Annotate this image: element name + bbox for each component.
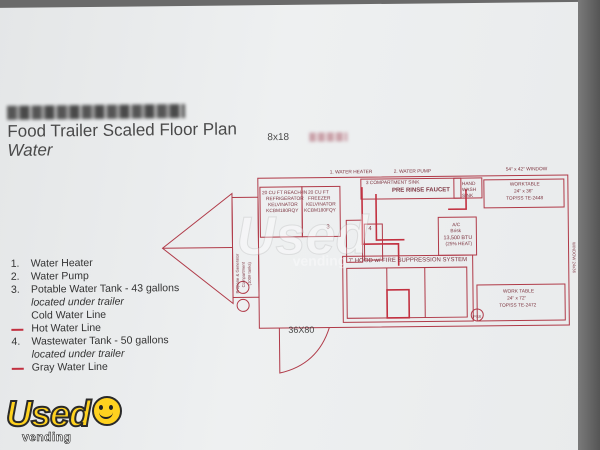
watermark-sub: vending [292,252,347,269]
legend-label: located under trailer [31,295,124,309]
line-swatch-icon [11,367,24,370]
label-pss: PSS [473,314,481,319]
label-freezer-4: KCBM180FQY [304,207,337,213]
label-propane-2: Compartment [241,261,246,287]
wastewater-tank [363,223,384,261]
label-ac-3: 13,500 BTU [443,235,472,241]
label-worktable-model: TOP/SS TE-2448 [506,195,544,201]
label-work-table-size: 24" x 72" [507,295,526,301]
legend-number: 2. [10,270,20,283]
label-sink: SINK [462,193,474,199]
label-freezer-1: 20 CU FT [308,190,329,196]
label-prerinse: PRE RINSE FAUCET [392,187,450,194]
legend-label: Hot Water Line [31,321,102,335]
label-fridge-1: 20 CU FT REACH-IN [262,190,308,196]
smiley-icon [92,396,122,426]
label-ac-4: (25% HEAT) [445,241,472,247]
compartment-sink [360,177,462,200]
line-swatch-icon [11,328,24,331]
label-hood: 7' HOOD w/ FIRE SUPPRESSION SYSTEM [349,257,468,264]
label-fridge-3: KELVINATOR [268,202,298,208]
legend-label: Water Pump [30,270,89,283]
label-worktable: WORKTABLE [510,181,540,187]
label-propane-1: Propane & Generator [235,253,240,293]
gray-water-line [375,194,405,241]
label-freezer-2: FREEZER [308,195,331,201]
worktable [483,178,565,209]
legend-label: Wastewater Tank - 50 gallons [31,334,169,348]
legend-item: Gray Water Line [11,360,212,375]
label-tank4: 4 [368,226,372,232]
label-window: 54" x 42" WINDOW [506,166,548,172]
label-freezer-3: KELVINATOR [306,201,336,207]
label-propane-3: (100# tanks) [247,261,252,285]
hot-water-line [361,187,400,266]
label-wash: WASH [462,187,477,193]
used-vending-logo: Used vending [5,393,126,448]
logo-sub: vending [22,430,72,445]
tank-circle-bottom [236,298,250,312]
label-work-table-model: TOP/SS TE-2472 [499,302,537,308]
legend-label: Water Heater [30,256,93,270]
red-cook-box [386,288,411,319]
freezer [301,185,341,238]
door-swing [278,327,330,374]
trailer-body [257,174,570,329]
legend-label: Potable Water Tank - 43 gallons [30,282,180,296]
label-worktable-size: 24" x 36" [514,188,533,194]
label-water-heater: 1. WATER HEATER [330,169,373,175]
floor-plan-sheet: Food Trailer Scaled Floor Plan Water 8x1… [0,1,589,450]
label-fridge-4: KCBM180RQY [266,208,299,214]
tank-circle-top [236,280,250,294]
legend-label: Gray Water Line [31,360,108,374]
cook-line [346,266,468,319]
label-tank3: 3 [326,224,330,230]
label-hand: HAND [462,181,476,187]
legend-number: 1. [10,257,20,270]
gray-water-line-2 [448,189,467,211]
label-fridge-2: REFRIGERATOR [266,196,304,202]
background-edge [578,0,600,450]
label-water-pump: 2. WATER PUMP [394,168,431,174]
legend: 1. Water Heater 2. Water Pump 3. Potable Wate… [11,256,212,375]
label-work-table: WORK TABLE [503,288,534,294]
work-table [476,283,566,322]
legend-label: Cold Water Line [31,308,107,322]
pss-circle [470,308,484,322]
label-ac-1: A/C [452,222,461,228]
label-compartment: 3 COMPARTMENT SINK [366,180,420,187]
legend-number: 3. [10,283,20,296]
label-side-window: WINDOW 24x36 [571,242,576,274]
label-ac-2: Brisk [450,228,461,234]
legend-number: 4. [11,335,21,348]
label-door: 36X80 [288,325,314,335]
hood [342,254,474,323]
logo-word: Used [5,393,92,435]
legend-label: located under trailer [31,347,125,361]
hand-sink [453,177,483,199]
